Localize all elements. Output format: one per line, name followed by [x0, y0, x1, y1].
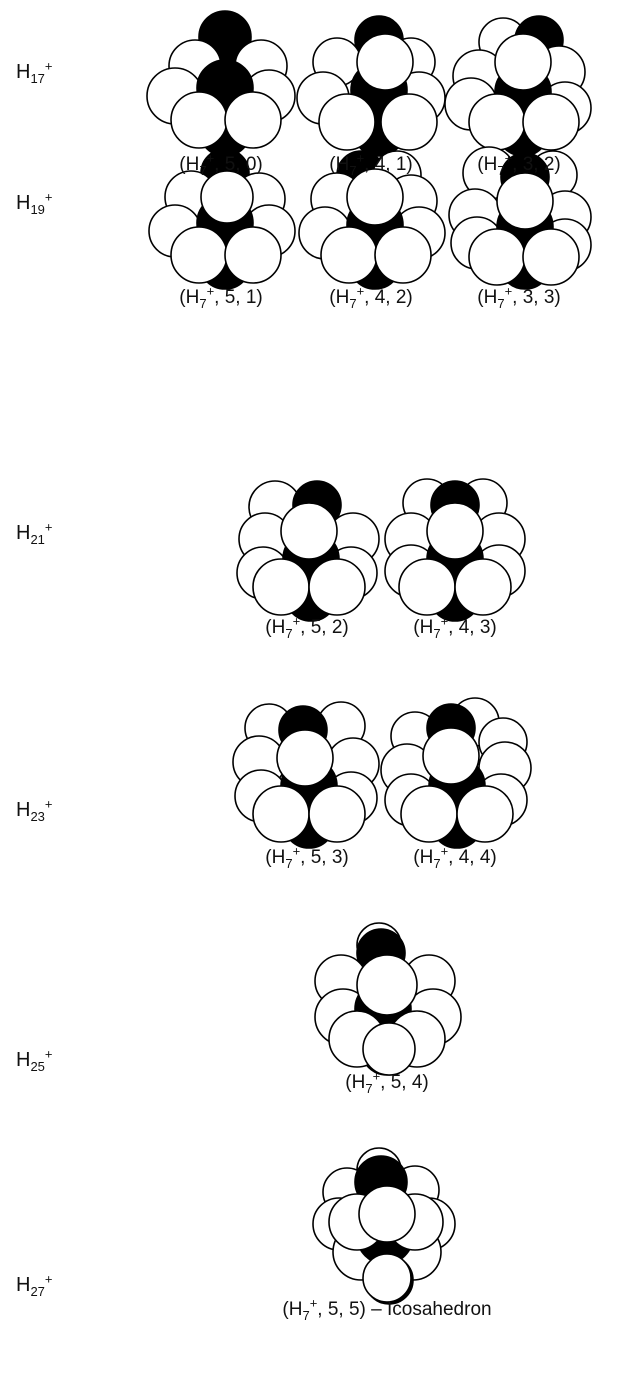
cluster-caption: (H7+, 5, 5) – Icosahedron [282, 1295, 492, 1323]
row-label: H23+ [16, 796, 53, 824]
row-label: H17+ [16, 58, 53, 86]
outer-sphere [522, 228, 580, 286]
outer-sphere [522, 93, 580, 151]
cluster-model [296, 15, 446, 157]
outer-sphere [356, 33, 414, 91]
outer-sphere [456, 785, 514, 843]
cluster-caption: (H7+, 5, 1) [179, 283, 263, 311]
outer-sphere [318, 93, 376, 151]
row-label: H19+ [16, 189, 53, 217]
outer-sphere [398, 558, 456, 616]
outer-sphere [468, 228, 526, 286]
outer-sphere [362, 1253, 412, 1303]
outer-sphere [380, 93, 438, 151]
outer-sphere [346, 168, 404, 226]
cluster-model [448, 146, 592, 290]
outer-sphere [426, 502, 484, 560]
outer-sphere [276, 729, 334, 787]
outer-sphere [252, 785, 310, 843]
row-label: H27+ [16, 1271, 53, 1299]
outer-sphere [252, 558, 310, 616]
cluster-model [312, 1147, 456, 1305]
outer-sphere [494, 33, 552, 91]
cluster-caption: (H7+, 5, 3) [265, 843, 349, 871]
outer-sphere [224, 226, 282, 284]
outer-sphere [468, 93, 526, 151]
outer-sphere [170, 226, 228, 284]
cluster-model [444, 15, 592, 157]
outer-sphere [400, 785, 458, 843]
cluster-caption: (H7+, 5, 2) [265, 613, 349, 641]
outer-sphere [200, 170, 254, 224]
outer-sphere [170, 91, 228, 149]
cluster-model [298, 150, 446, 290]
outer-sphere [224, 91, 282, 149]
outer-sphere [308, 785, 366, 843]
outer-sphere [308, 558, 366, 616]
cluster-model [146, 10, 296, 157]
cluster-caption: (H7+, 4, 4) [413, 843, 497, 871]
outer-sphere [374, 226, 432, 284]
outer-sphere [496, 172, 554, 230]
cluster-caption: (H7+, 4, 2) [329, 283, 413, 311]
outer-sphere [422, 727, 480, 785]
row-label: H25+ [16, 1046, 53, 1074]
cluster-caption: (H7+, 3, 3) [477, 283, 561, 311]
cluster-model [236, 480, 380, 622]
cluster-caption: (H7+, 3, 2) [477, 150, 561, 178]
cluster-model [148, 148, 296, 290]
cluster-model [232, 701, 380, 849]
cluster-model [380, 697, 532, 849]
cluster-caption: (H7+, 4, 1) [329, 150, 413, 178]
outer-sphere [358, 1185, 416, 1243]
cluster-caption: (H7+, 5, 0) [179, 150, 263, 178]
cluster-model [384, 478, 526, 622]
outer-sphere [280, 502, 338, 560]
outer-sphere [356, 954, 418, 1016]
row-label: H21+ [16, 519, 53, 547]
outer-sphere [454, 558, 512, 616]
cluster-caption: (H7+, 5, 4) [345, 1068, 429, 1096]
outer-sphere [320, 226, 378, 284]
cluster-caption: (H7+, 4, 3) [413, 613, 497, 641]
cluster-model [314, 922, 462, 1076]
outer-sphere [362, 1022, 416, 1076]
